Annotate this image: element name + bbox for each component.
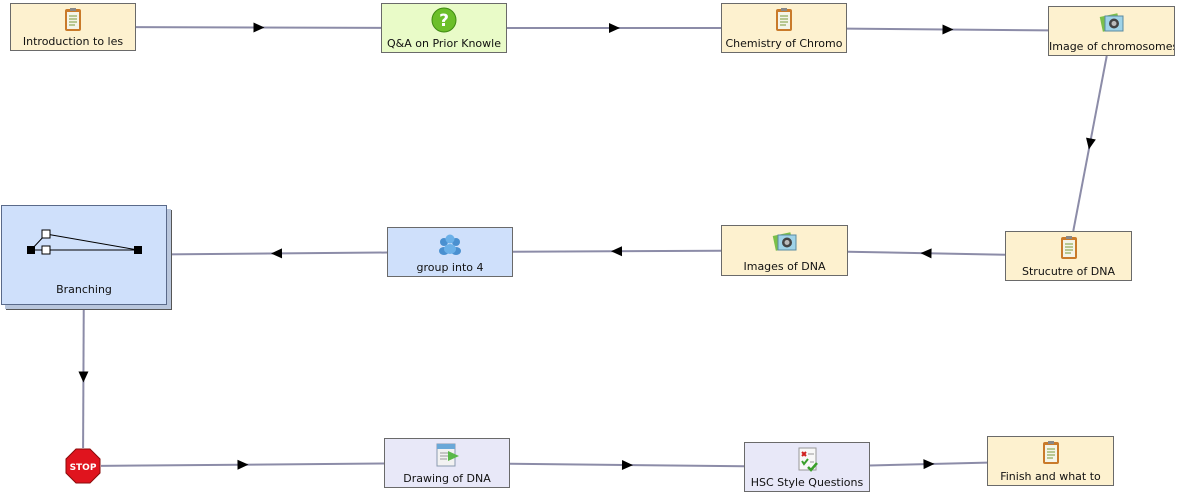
node-label: Strucutre of DNA	[1022, 265, 1115, 278]
arrowhead-imgdna-group	[611, 246, 623, 257]
node-label: Introduction to les	[22, 35, 124, 48]
activity-chemistry[interactable]: Chemistry of Chromo	[721, 3, 847, 53]
activity-group-into-4[interactable]: group into 4	[387, 227, 513, 277]
image-icon	[772, 232, 796, 251]
branching-icon	[27, 229, 142, 255]
node-label: Chemistry of Chromo	[725, 37, 843, 50]
activity-introduction[interactable]: Introduction to les	[10, 3, 136, 51]
arrowhead-group-branch	[271, 248, 283, 259]
arrowhead-intro-qa	[253, 22, 265, 33]
group-icon	[439, 234, 461, 255]
image-icon	[1099, 13, 1123, 32]
node-label: Image of chromosomes	[1049, 40, 1174, 53]
drawing-icon	[436, 443, 459, 467]
checklist-icon	[798, 447, 818, 472]
stop-label: STOP	[70, 463, 97, 473]
activity-drawing-of-dna[interactable]: Drawing of DNA	[384, 438, 510, 488]
node-label: Images of DNA	[743, 260, 826, 273]
activity-structure-of-dna[interactable]: Strucutre of DNA	[1005, 231, 1132, 281]
document-icon	[1060, 236, 1077, 259]
activity-branching[interactable]: Branching	[1, 205, 167, 305]
arrowhead-qa-chem	[609, 23, 620, 33]
document-icon	[65, 8, 81, 31]
activity-finish[interactable]: Finish and what to	[987, 436, 1114, 486]
arrowhead-stop-drawing	[237, 459, 249, 470]
node-label: Q&A on Prior Knowle	[387, 37, 501, 50]
node-label: group into 4	[416, 261, 484, 274]
activity-hsc-style-questions[interactable]: HSC Style Questions	[744, 442, 870, 492]
arrowhead-branch-stop	[78, 371, 89, 383]
node-label: Finish and what to	[1000, 470, 1101, 483]
activity-images-of-dna[interactable]: Images of DNA	[721, 225, 848, 276]
node-label: Branching	[56, 283, 112, 296]
document-icon	[776, 8, 792, 31]
question-icon: ?	[431, 7, 457, 33]
arrowhead-imgchrom-struct	[1086, 137, 1096, 150]
arrowhead-hsc-finish	[923, 459, 935, 470]
activity-qa[interactable]: ? Q&A on Prior Knowle	[381, 3, 507, 53]
activity-image-of-chromosomes[interactable]: Image of chromosomes	[1048, 6, 1175, 56]
node-label: Drawing of DNA	[403, 472, 491, 485]
stop-node[interactable]: STOP	[65, 448, 101, 484]
node-label: HSC Style Questions	[750, 476, 864, 489]
stop-icon: STOP	[65, 448, 101, 484]
document-icon	[1042, 441, 1059, 464]
arrowhead-drawing-hsc	[621, 459, 633, 470]
svg-text:?: ?	[439, 11, 449, 31]
arrowhead-struct-imgdna	[920, 248, 932, 259]
arrowhead-chem-imgchrom	[942, 24, 954, 35]
